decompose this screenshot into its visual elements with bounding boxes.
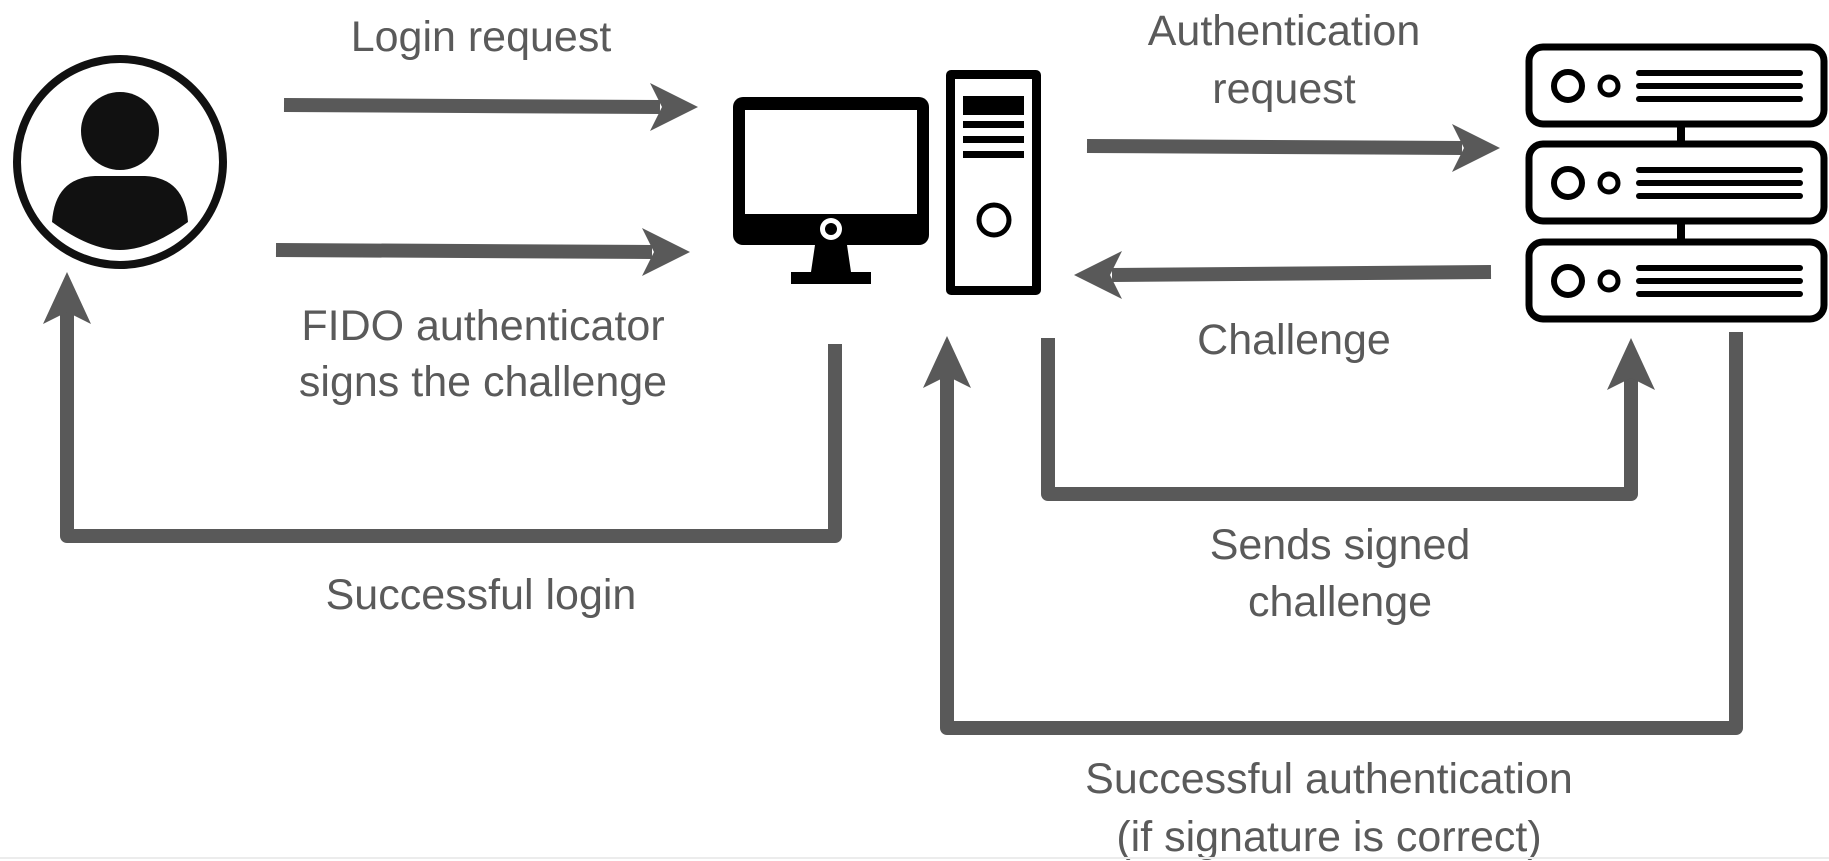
fido-signs-label-line2: signs the challenge bbox=[299, 358, 667, 406]
successful-authentication-label-line1: Successful authentication bbox=[1085, 755, 1573, 803]
successful-authentication-arrow bbox=[923, 332, 1743, 735]
successful-authentication-label-line2: (if signature is correct) bbox=[1116, 813, 1541, 861]
successful-login-arrow bbox=[43, 272, 842, 543]
authentication-request-arrow bbox=[1086, 124, 1500, 172]
fido-signs-arrow bbox=[275, 228, 690, 276]
server-rack-icon bbox=[1525, 43, 1828, 323]
sends-signed-challenge-label-line1: Sends signed bbox=[1210, 521, 1471, 569]
authentication-request-label-line1: Authentication bbox=[1148, 7, 1421, 55]
sends-signed-challenge-label-line2: challenge bbox=[1248, 578, 1432, 626]
login-request-label: Login request bbox=[351, 13, 612, 61]
challenge-label: Challenge bbox=[1197, 316, 1391, 364]
login-request-arrow bbox=[283, 83, 698, 131]
fido-signs-label-line1: FIDO authenticator bbox=[301, 302, 664, 350]
bottom-divider bbox=[0, 857, 1829, 859]
challenge-arrow bbox=[1074, 251, 1492, 299]
authentication-request-label-line2: request bbox=[1212, 65, 1355, 113]
computer-icon bbox=[733, 70, 1041, 295]
successful-login-label: Successful login bbox=[326, 571, 637, 619]
user-icon bbox=[13, 55, 227, 269]
sends-signed-challenge-arrow bbox=[1041, 338, 1655, 501]
